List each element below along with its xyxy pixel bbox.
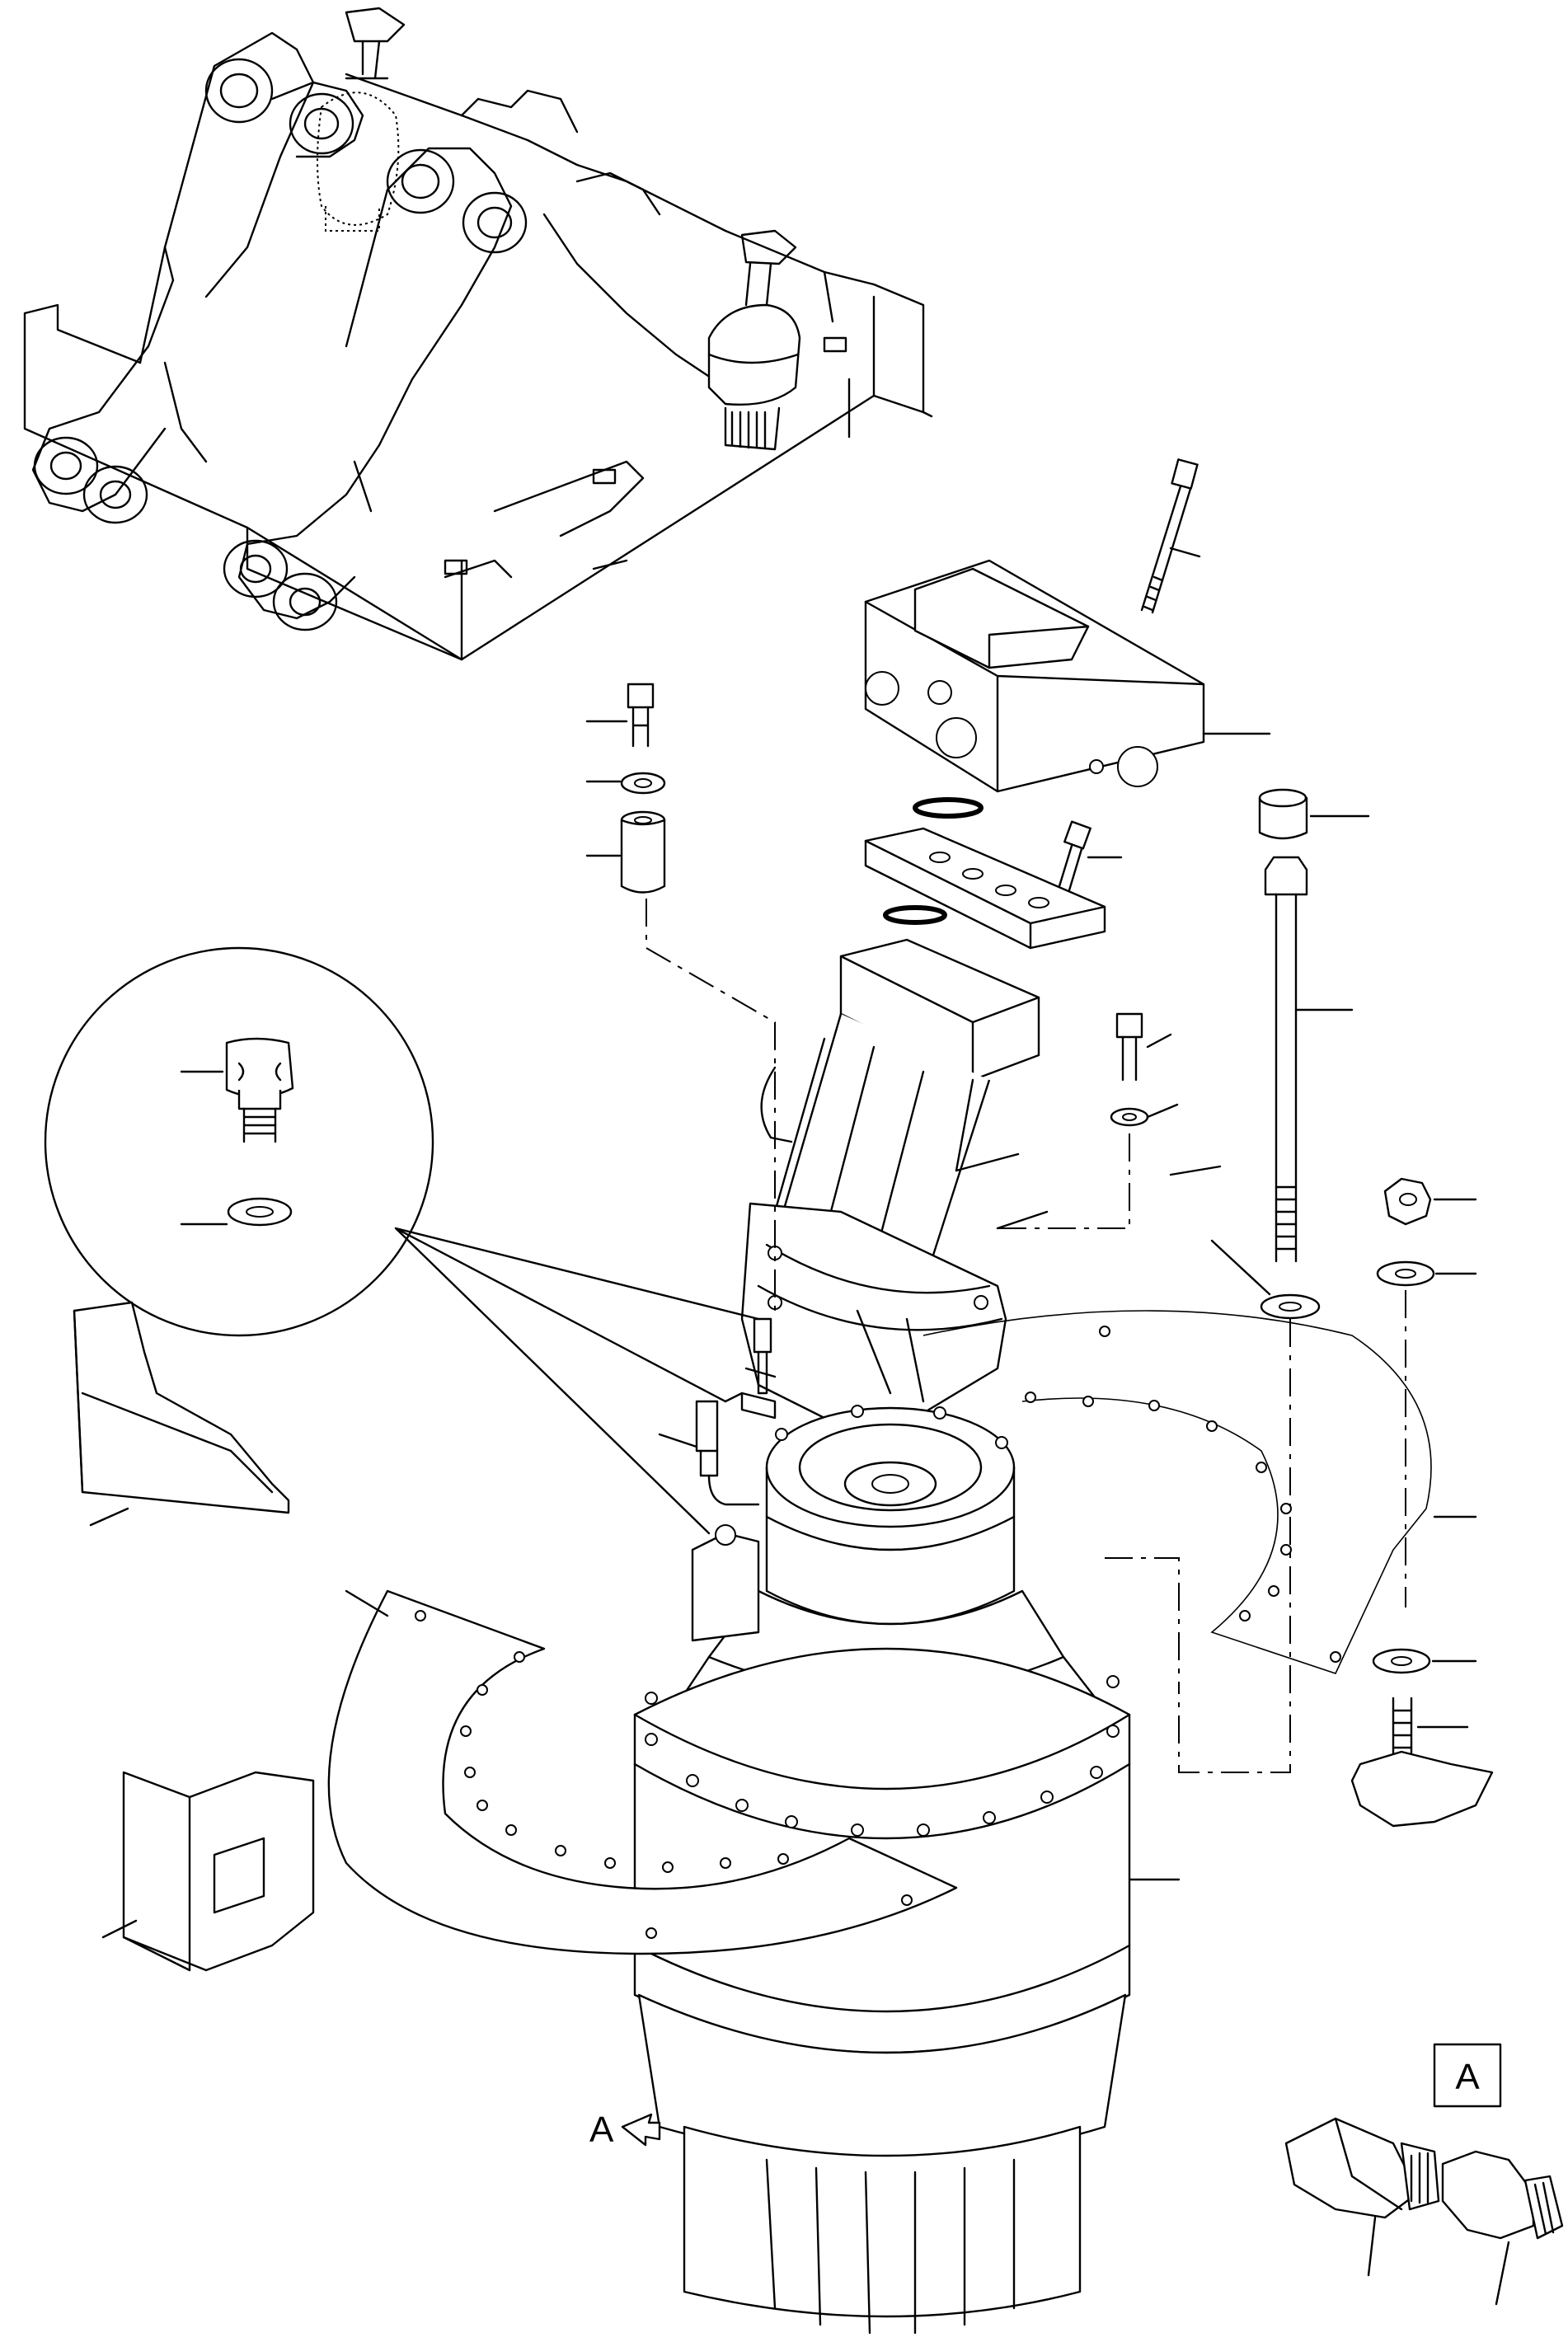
upper-bracket — [73, 1301, 290, 1527]
hydraulic-motor — [740, 938, 1040, 1453]
spacer-bolt — [585, 683, 655, 748]
small-bolt-plate — [1058, 820, 1123, 892]
rotation-arrow — [760, 1066, 793, 1143]
leader-long-bolt-top — [1169, 547, 1201, 558]
leader-motor-flange — [996, 1210, 1049, 1230]
stud-washer — [1210, 1239, 1321, 1320]
centerline-stud — [1178, 1319, 1291, 1773]
leader-motor-washer — [1146, 1103, 1179, 1119]
leader-detail-a-fitting-1 — [1367, 2216, 1377, 2277]
leader-detail-a-fitting-2 — [1495, 2241, 1510, 2306]
frame-fitting-left — [317, 7, 406, 232]
view-arrow-icon — [621, 2113, 661, 2147]
view-a-label: A — [589, 2110, 614, 2150]
leader-motor-body — [1169, 1165, 1222, 1176]
spacer-sleeve — [585, 810, 666, 894]
right-washer — [1376, 1260, 1477, 1287]
centerline-motor-bolt — [998, 1133, 1130, 1229]
lower-bracket — [101, 1771, 315, 1972]
o-ring-upper — [913, 797, 984, 819]
long-bolt-top — [1140, 458, 1201, 614]
detail-a-box: A — [1433, 2043, 1502, 2108]
lower-washer — [1372, 1648, 1477, 1674]
hose-fittings — [658, 1317, 777, 1506]
drain-plug — [180, 1037, 294, 1143]
centerline-guard — [1105, 1557, 1180, 1682]
chassis-frame — [23, 31, 933, 661]
leader-upper-bracket — [89, 1507, 129, 1527]
detail-a-fitting-2 — [1441, 2150, 1564, 2306]
motor-bolt — [1115, 1012, 1172, 1082]
leader-lower-bracket — [101, 1919, 138, 1939]
centerline-spacer — [646, 899, 776, 1311]
guard-plate-left — [327, 1589, 958, 1955]
right-nut — [1383, 1177, 1477, 1226]
leader-motor-bolt — [1146, 1033, 1172, 1049]
leader-hydraulic-motor — [955, 1152, 1020, 1172]
motor-washer — [1110, 1103, 1179, 1127]
guard-plate-right — [922, 1310, 1477, 1674]
knob-bolt — [1350, 1697, 1494, 1828]
leader-guard-left — [345, 1589, 389, 1617]
adapter-plate — [864, 827, 1106, 950]
leader-hose-fitting — [658, 1433, 698, 1448]
drain-washer — [180, 1197, 293, 1227]
cap — [1258, 788, 1370, 840]
frame-motor-right — [707, 229, 801, 451]
detail-a-fitting-1 — [1284, 2117, 1440, 2277]
valve-block — [864, 559, 1271, 793]
o-ring-lower — [883, 905, 947, 925]
leader-stud-washer — [1210, 1239, 1271, 1296]
detail-circle — [44, 946, 760, 1535]
spacer-washer — [585, 772, 666, 795]
detail-a-label: A — [1455, 2057, 1480, 2097]
gearbox — [621, 1405, 1181, 2335]
long-stud — [1264, 856, 1354, 1263]
